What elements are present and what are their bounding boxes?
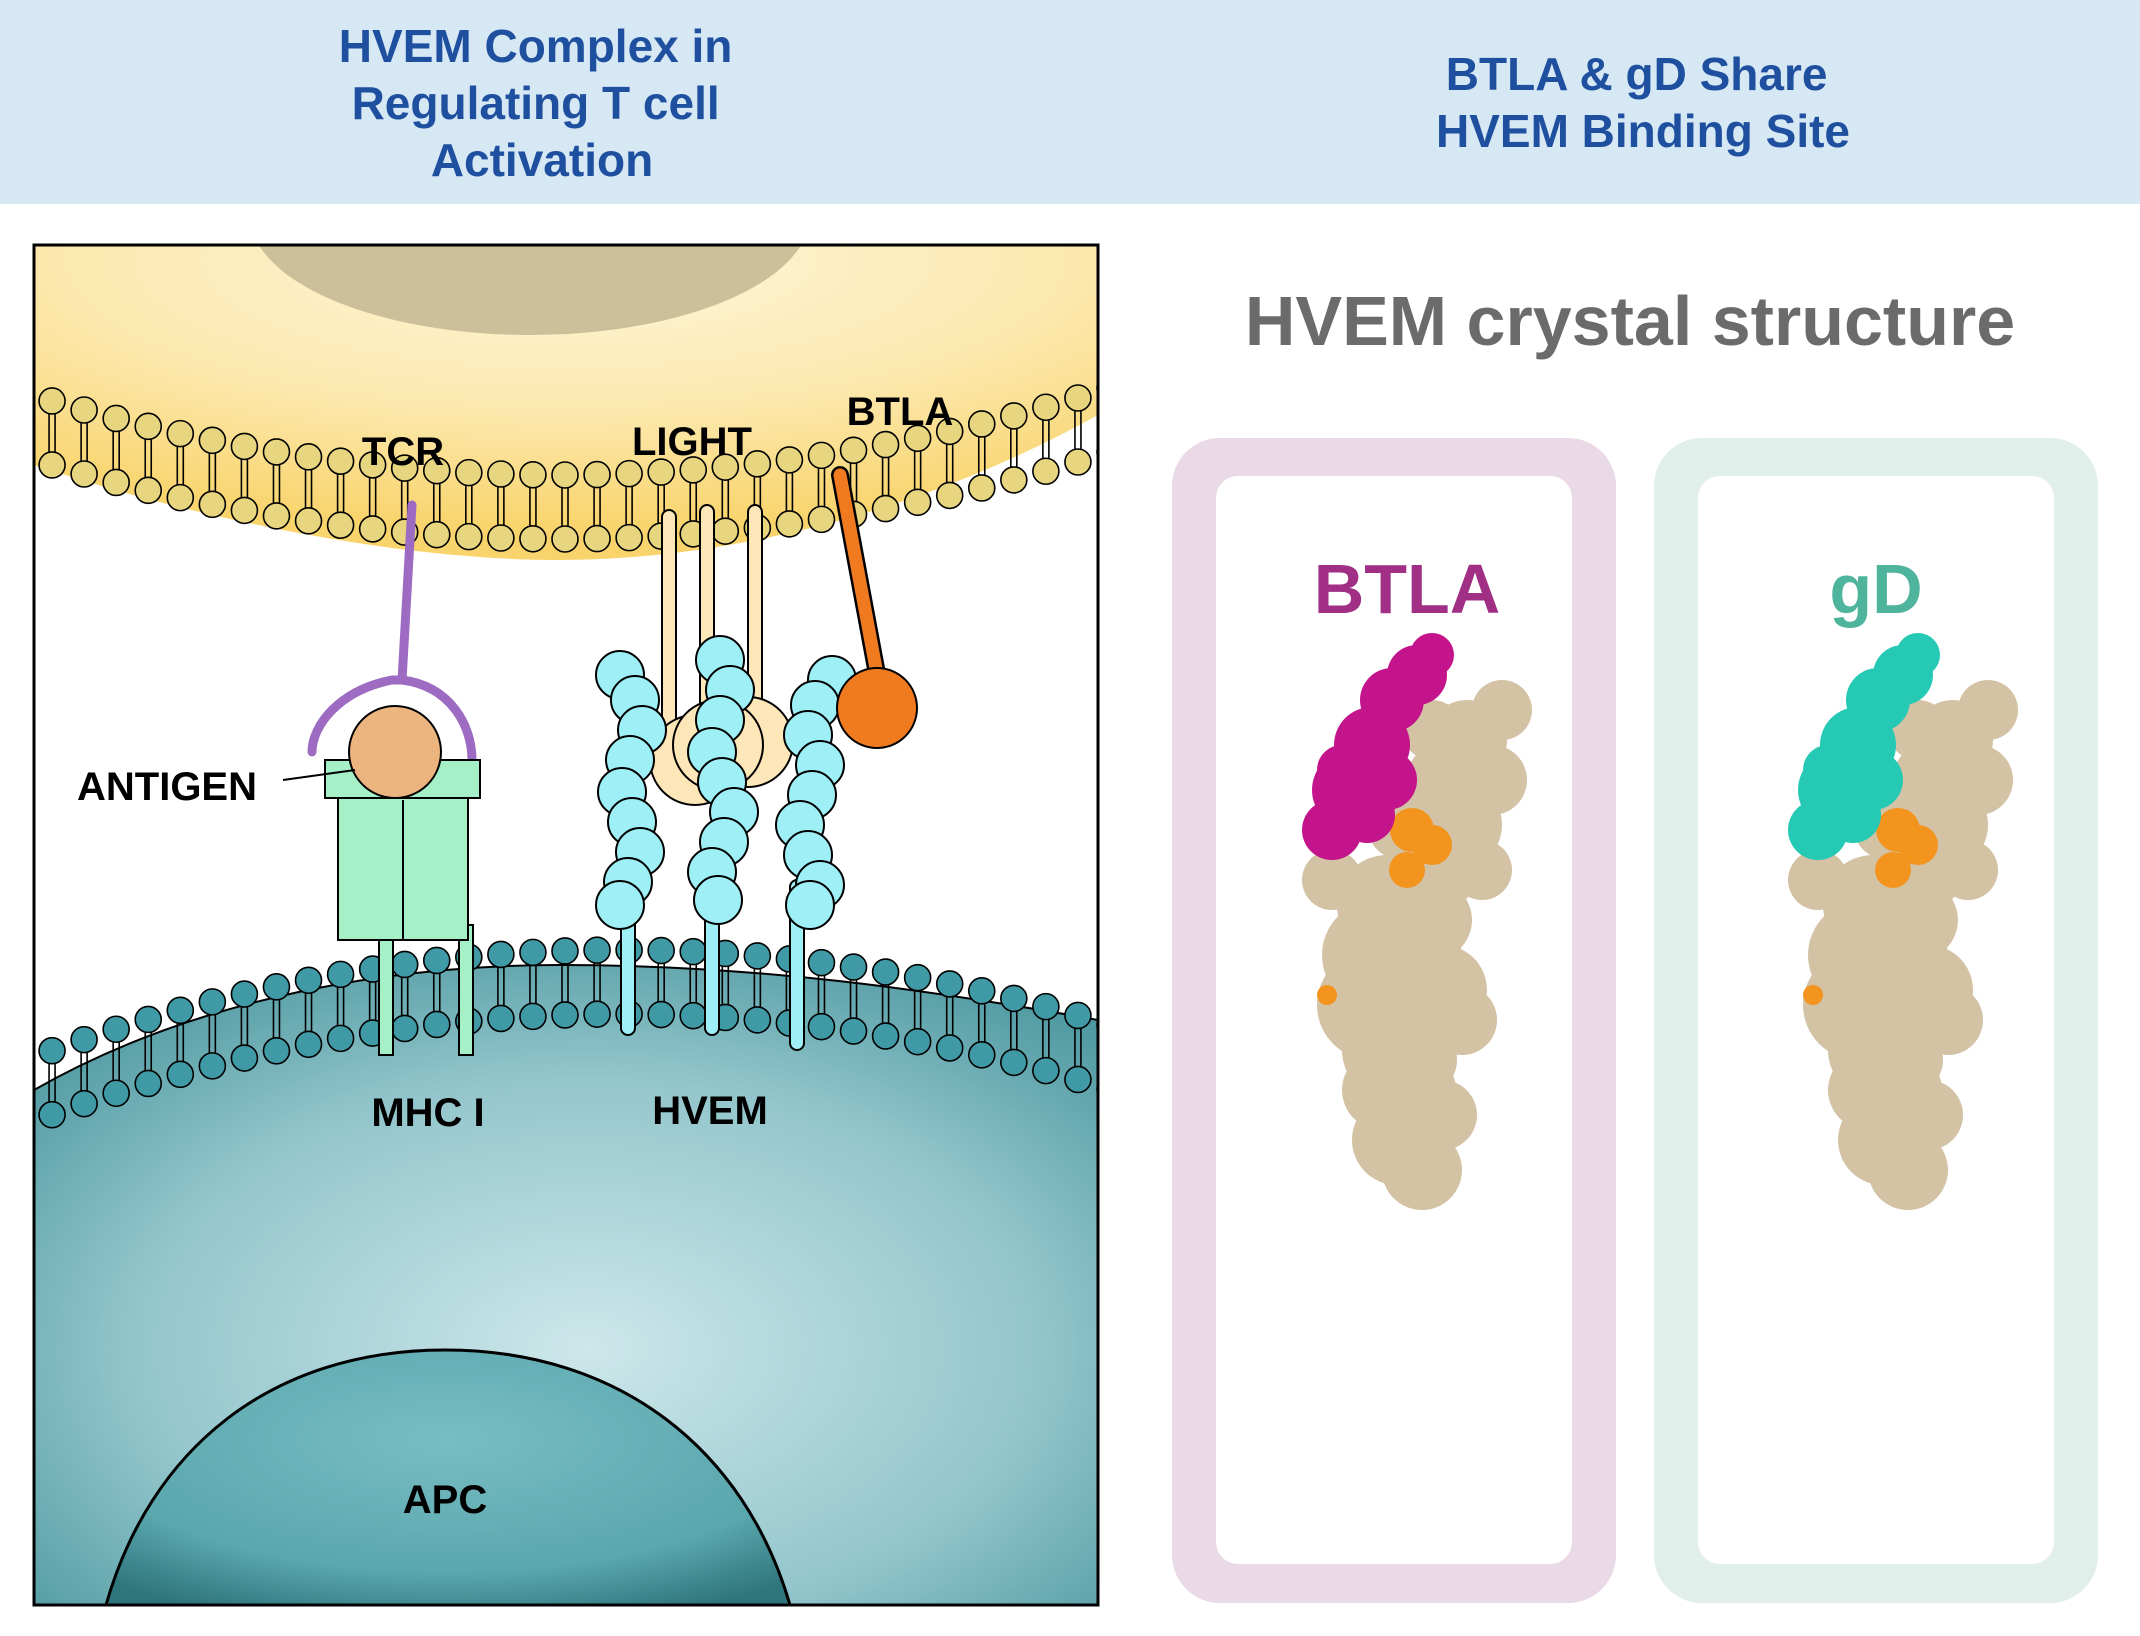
left-header-title: HVEM Complex in Regulating T cell Activa… <box>339 20 745 186</box>
apc-label: APC <box>403 1478 487 1522</box>
btla-panel-label: BTLA <box>1314 550 1501 628</box>
tcr-receptor <box>307 500 417 757</box>
antigen-pointer <box>282 769 356 781</box>
t-cell-nucleus <box>258 245 802 335</box>
tcr-label: TCR <box>362 430 444 474</box>
btla-receptor <box>831 466 918 749</box>
apc-nucleus <box>104 1348 792 1605</box>
btla-label: BTLA <box>847 390 954 434</box>
gd-panel-label: gD <box>1829 550 1922 628</box>
mhc-complex <box>282 705 481 1056</box>
structure-title: HVEM crystal structure <box>1245 282 2015 360</box>
gd-structure-panel: gD <box>1654 438 2098 1603</box>
light-label: LIGHT <box>632 420 752 464</box>
hvem-surface-btla <box>1302 633 1532 1210</box>
diagram-frame <box>32 243 1100 1607</box>
hvem-label: HVEM <box>652 1089 768 1133</box>
btla-structure-panel: BTLA <box>1172 438 1616 1603</box>
tcr-arm <box>397 675 477 765</box>
right-header-title: BTLA & gD Share HVEM Binding Site <box>1436 48 1850 157</box>
antigen-label: ANTIGEN <box>77 765 257 809</box>
antigen-peptide <box>348 705 442 799</box>
t-cell <box>34 245 1098 560</box>
hvem-surface-gd <box>1788 633 2018 1210</box>
header-band <box>0 0 2140 204</box>
cell-diagram <box>34 245 1098 1605</box>
hvem-receptors <box>595 635 857 1051</box>
mhc-label: MHC I <box>371 1091 484 1135</box>
